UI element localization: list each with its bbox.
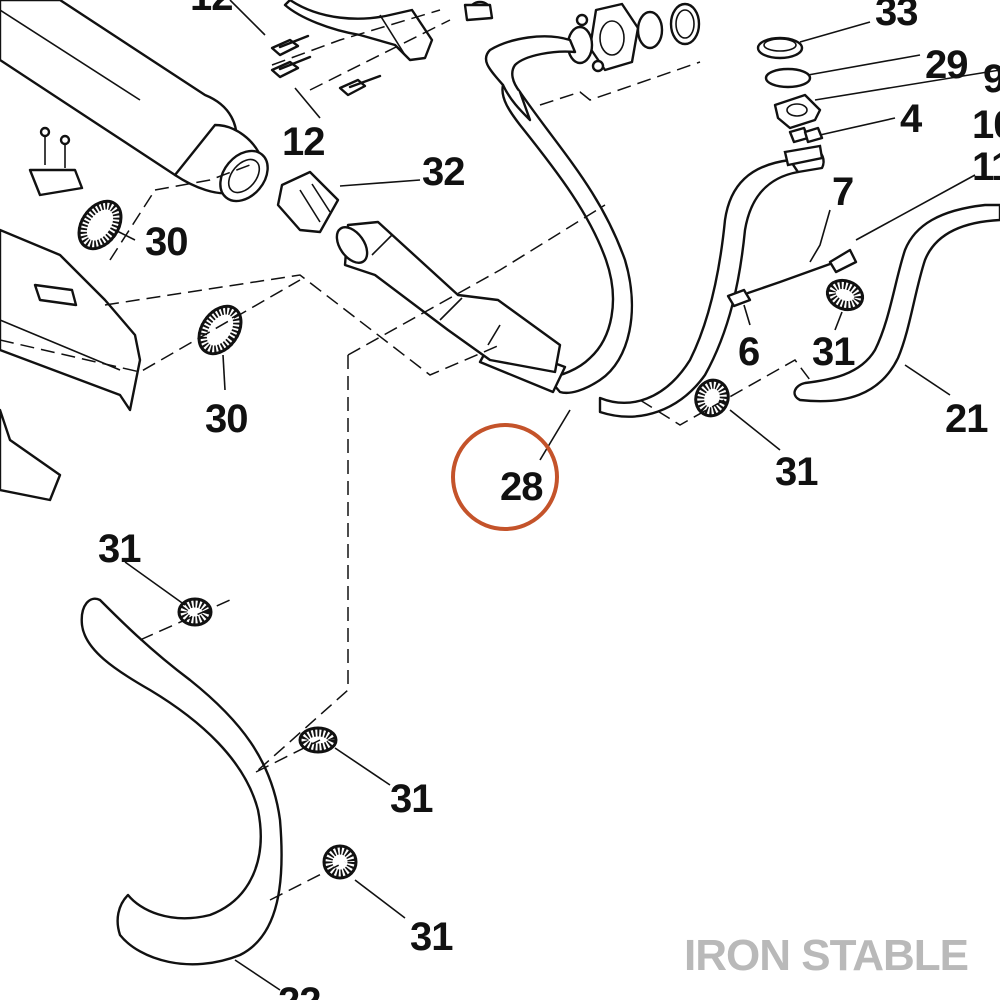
callout-labels: 33 29 9 4 10 11 7 12 32 30 30 6 31 21 31…: [98, 0, 1000, 1000]
callout-4: 4: [900, 97, 923, 141]
pipe-21: [793, 203, 1000, 403]
coupler-32: [276, 170, 340, 234]
clamp-31-mid: [694, 378, 730, 418]
callout-32: 32: [422, 150, 465, 194]
callout-31-right: 31: [812, 330, 855, 374]
hardware-upper-right: [756, 36, 824, 144]
leader-lines: [114, 0, 1000, 991]
clamp-31-right: [825, 278, 865, 312]
small-screws: [39, 126, 71, 168]
callout-30-upper: 30: [145, 220, 188, 264]
exhaust-flange: [566, 2, 701, 73]
callout-10: 10: [972, 103, 1000, 147]
callout-31-left-3: 31: [410, 915, 453, 959]
callout-21: 21: [945, 397, 988, 441]
callout-28: 28: [500, 465, 543, 509]
callout-6: 6: [738, 330, 759, 374]
clamp-30-upper: [77, 199, 123, 251]
callout-11: 11: [972, 145, 1000, 189]
heat-shield: [0, 168, 142, 502]
callout-31-left-1: 31: [98, 527, 141, 571]
callout-22: 22: [278, 980, 321, 1000]
callout-29: 29: [925, 43, 968, 87]
callout-7: 7: [832, 170, 853, 214]
mounting-bracket: [283, 0, 494, 62]
callout-31-left-2: 31: [390, 777, 433, 821]
callout-33: 33: [875, 0, 918, 34]
callout-30-lower: 30: [205, 397, 248, 441]
callout-12: 12: [282, 120, 325, 164]
o2-sensor-6: [726, 248, 858, 308]
clamp-30-lower: [197, 304, 243, 356]
catalyst-section: [335, 220, 562, 374]
callout-9: 9: [983, 57, 1000, 101]
highlight-circle-28: [451, 423, 559, 531]
clamp-31-left-3: [322, 844, 358, 880]
bolt-set-12: [270, 34, 382, 97]
pipe-22: [80, 597, 283, 966]
clamp-31-left-2: [298, 726, 338, 754]
callout-12-top: 12: [190, 0, 233, 19]
muffler: [0, 0, 269, 203]
callout-31-mid: 31: [775, 450, 818, 494]
watermark-text: IRON STABLE: [684, 931, 968, 980]
assembly-lines: [0, 9, 811, 901]
